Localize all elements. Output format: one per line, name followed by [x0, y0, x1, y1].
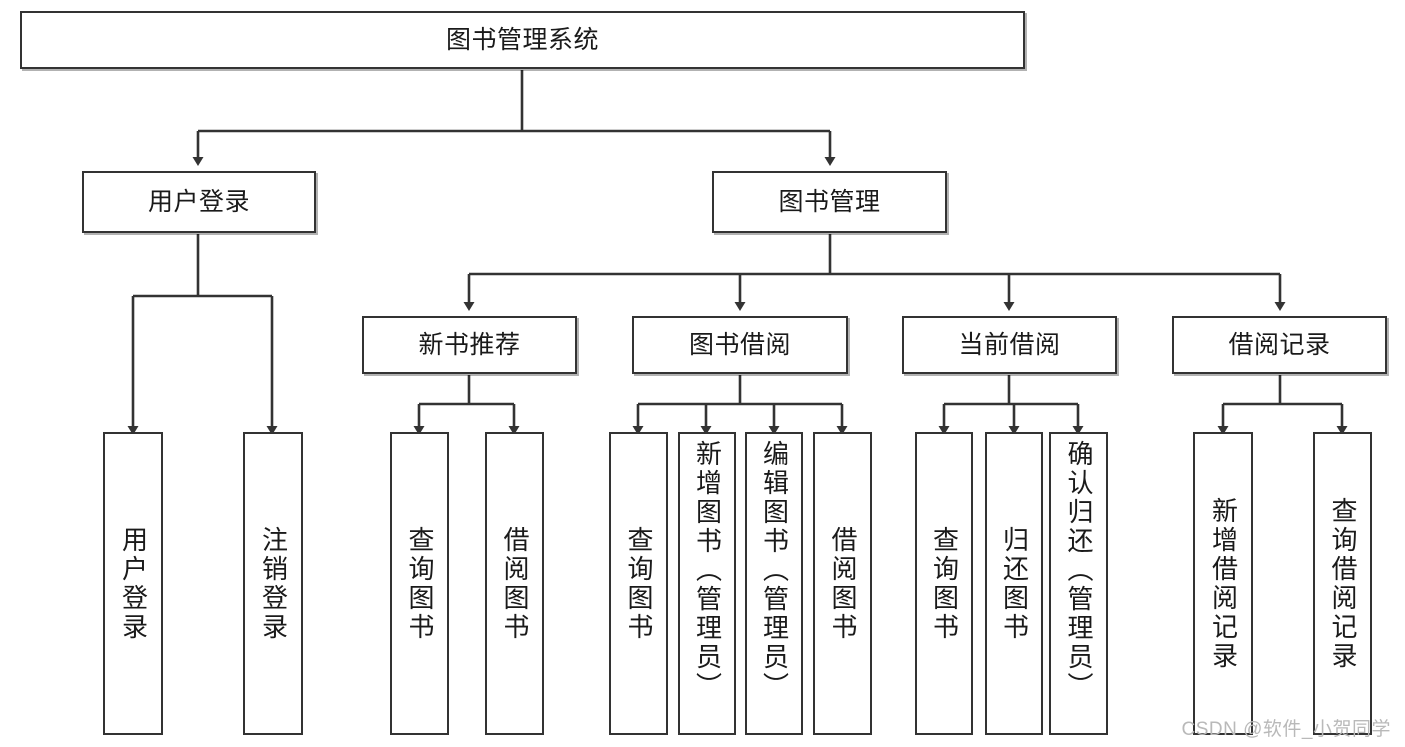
leaf-user-login-login-label: 用户登录	[118, 525, 149, 642]
leaf-borrow-edit-book-admin[interactable]: 编辑图书（管理员）	[745, 432, 803, 735]
leaf-current-query-book[interactable]: 查询图书	[915, 432, 973, 735]
leaf-record-query-record-label: 查询借阅记录	[1328, 496, 1359, 671]
leaf-current-confirm-return-admin[interactable]: 确认归还（管理员）	[1049, 432, 1108, 735]
leaf-current-return-book[interactable]: 归还图书	[985, 432, 1043, 735]
node-book-management[interactable]: 图书管理	[712, 171, 947, 233]
node-borrow-record[interactable]: 借阅记录	[1172, 316, 1387, 374]
leaf-borrow-query-book[interactable]: 查询图书	[609, 432, 668, 735]
leaf-recommend-query-book-label: 查询图书	[405, 525, 436, 642]
leaf-record-add-record-label: 新增借阅记录	[1208, 496, 1239, 671]
node-root-system-label: 图书管理系统	[445, 25, 599, 54]
leaf-borrow-borrow-book[interactable]: 借阅图书	[813, 432, 872, 735]
node-book-borrow-label: 图书借阅	[688, 330, 791, 359]
node-new-book-recommend-label: 新书推荐	[418, 330, 521, 359]
leaf-record-query-record[interactable]: 查询借阅记录	[1313, 432, 1372, 735]
node-current-borrow[interactable]: 当前借阅	[902, 316, 1117, 374]
leaf-recommend-query-book[interactable]: 查询图书	[390, 432, 449, 735]
node-new-book-recommend[interactable]: 新书推荐	[362, 316, 577, 374]
leaf-recommend-borrow-book-label: 借阅图书	[500, 525, 531, 642]
leaf-recommend-borrow-book[interactable]: 借阅图书	[485, 432, 544, 735]
node-user-login[interactable]: 用户登录	[82, 171, 316, 233]
csdn-watermark: CSDN @软件_小贺同学	[1181, 719, 1391, 740]
leaf-borrow-query-book-label: 查询图书	[624, 525, 655, 642]
leaf-user-login-logout[interactable]: 注销登录	[243, 432, 303, 735]
leaf-borrow-add-book-admin[interactable]: 新增图书（管理员）	[678, 432, 736, 735]
leaf-borrow-edit-book-admin-label: 编辑图书（管理员）	[759, 440, 790, 701]
node-current-borrow-label: 当前借阅	[958, 330, 1061, 359]
node-book-borrow[interactable]: 图书借阅	[632, 316, 848, 374]
node-user-login-label: 用户登录	[147, 187, 250, 216]
node-root-system[interactable]: 图书管理系统	[20, 11, 1025, 69]
node-borrow-record-label: 借阅记录	[1228, 330, 1331, 359]
leaf-current-confirm-return-admin-label: 确认归还（管理员）	[1064, 440, 1095, 701]
leaf-user-login-logout-label: 注销登录	[258, 525, 289, 642]
node-book-management-label: 图书管理	[778, 187, 881, 216]
leaf-current-query-book-label: 查询图书	[929, 525, 960, 642]
leaf-current-return-book-label: 归还图书	[999, 525, 1030, 642]
leaf-user-login-login[interactable]: 用户登录	[103, 432, 163, 735]
leaf-borrow-borrow-book-label: 借阅图书	[828, 525, 859, 642]
leaf-borrow-add-book-admin-label: 新增图书（管理员）	[692, 440, 723, 701]
leaf-record-add-record[interactable]: 新增借阅记录	[1193, 432, 1253, 735]
